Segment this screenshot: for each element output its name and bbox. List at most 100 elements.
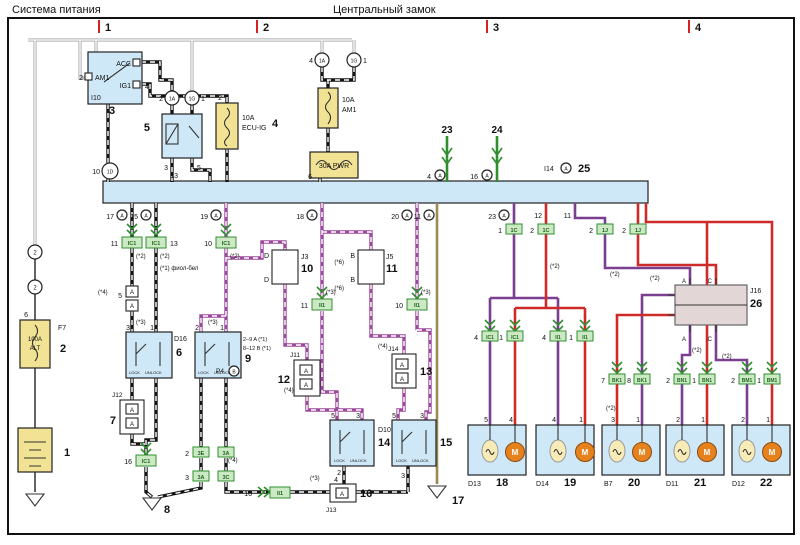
pin-a: A [340,492,344,498]
pin-13: 13 [170,173,178,180]
component-17: 17 [452,495,464,507]
pin-11: 11 [301,303,308,310]
connector-ii1 [406,298,428,311]
fuse-name-ecuig: ECU-IG [242,125,267,132]
note-4: (*4) [284,388,294,394]
ref-d16: D16 [174,336,187,343]
ref-j12: J12 [112,392,123,399]
connector-bn1-label: BN1 [702,378,712,384]
connector-1a: 1A [169,97,176,103]
connector-ic1-label: IC1 [152,241,161,247]
component-6: 6 [176,347,182,359]
pin-4: 4 [542,335,546,342]
pin-a: A [130,290,134,296]
connector-bn1 [673,373,691,385]
connector-ii1-label: II1 [414,303,420,309]
connector-a-box [299,364,313,376]
fuse-rating: 10A [242,115,255,122]
motor-symbol [632,442,652,462]
ref-d11: D11 [666,481,678,488]
ref-i14: I14 [544,166,554,173]
connector-1j-label: 1J [635,228,641,234]
connector-a-box [299,378,313,390]
bus-pin-11: 11 [414,214,421,221]
bus-pin-4: 4 [427,174,431,181]
pin-10: 10 [92,169,100,176]
connector-bk1-label: BK1 [637,378,647,384]
label-lock: LOCK [334,458,345,463]
component-16: 16 [360,488,372,500]
connector-ii1 [269,486,291,499]
relay-15-box [391,419,437,467]
motor-symbol [575,442,595,462]
pin-a: A [304,369,308,375]
connector-1d-circle [101,162,119,180]
pin-2: 2 [79,75,83,82]
connector-a-box [395,358,409,370]
pin-a-circle [423,209,435,221]
violet-white-wire-stripes [200,203,431,420]
fuse-name-am1: AM1 [342,107,357,114]
pin-7: 7 [601,378,605,385]
pin-c: C [708,337,713,343]
ref-f7: F7 [58,325,66,332]
main-bus-bar [102,180,649,204]
connector-bk1 [633,373,651,385]
label-acc: ACC [116,61,131,68]
ref-p4: P4 [216,368,224,375]
connector-ic1-label: IC1 [486,335,494,341]
label-lock: LOCK [198,370,209,375]
purple-wire-net [488,203,749,425]
component-15: 15 [440,437,452,449]
note-2: (*2) [722,354,732,360]
label-lock: LOCK [396,458,407,463]
connector-ii1-label: II1 [555,335,561,341]
ref-d14: D14 [536,481,549,488]
connector-ic1-label: IC1 [128,241,137,247]
pin-b: B [232,370,236,376]
motor-m: M [512,448,519,457]
pin-d: D [264,253,269,260]
pin-4: 4 [309,58,313,65]
connector-1j-label: 1J [602,228,608,234]
pin-b: B [350,253,355,260]
motor-symbol [697,442,717,462]
connector-ic1 [135,454,157,467]
fuse-alt [19,319,51,369]
ref-j14: J14 [388,346,399,353]
label-unlock: UNLOCK [412,458,429,463]
pin-a-circle [306,209,318,221]
note-2: (*2) [610,272,620,278]
pin-13: 13 [170,241,178,248]
component-11: 11 [386,263,398,275]
component-13: 13 [420,366,432,378]
note-6: (*6) [334,286,344,292]
pin-2: 2 [337,470,341,477]
pin-6: 6 [308,174,312,181]
pin-10: 10 [395,303,403,310]
component-3: 3 [109,105,115,117]
green-connector-stems [445,136,499,182]
ref-j5: J5 [386,254,394,261]
pin-2: 2 [185,451,189,458]
bus-pin-16: 16 [470,174,478,181]
pin-a-circle [140,209,152,221]
connector-b-circle [228,365,240,377]
label-unlock: UNLOCK [350,458,367,463]
connector-ii1-label: II1 [582,335,588,341]
pin-6: 6 [24,312,28,319]
pin-2: 2 [731,378,735,385]
connector-bn1 [698,373,716,385]
pin-1: 1 [569,335,573,342]
column-3: 3 [493,22,499,34]
connector-1c-label: 1C [510,228,517,234]
note-3: (*3) [310,476,320,482]
note-2: (*2) [692,348,702,354]
connector-bm1 [763,373,781,385]
note-3: (*3) [421,290,431,296]
pin-a: A [405,214,409,220]
connector-ic1-label: IC1 [142,459,151,465]
pin-8: 8 [627,378,631,385]
